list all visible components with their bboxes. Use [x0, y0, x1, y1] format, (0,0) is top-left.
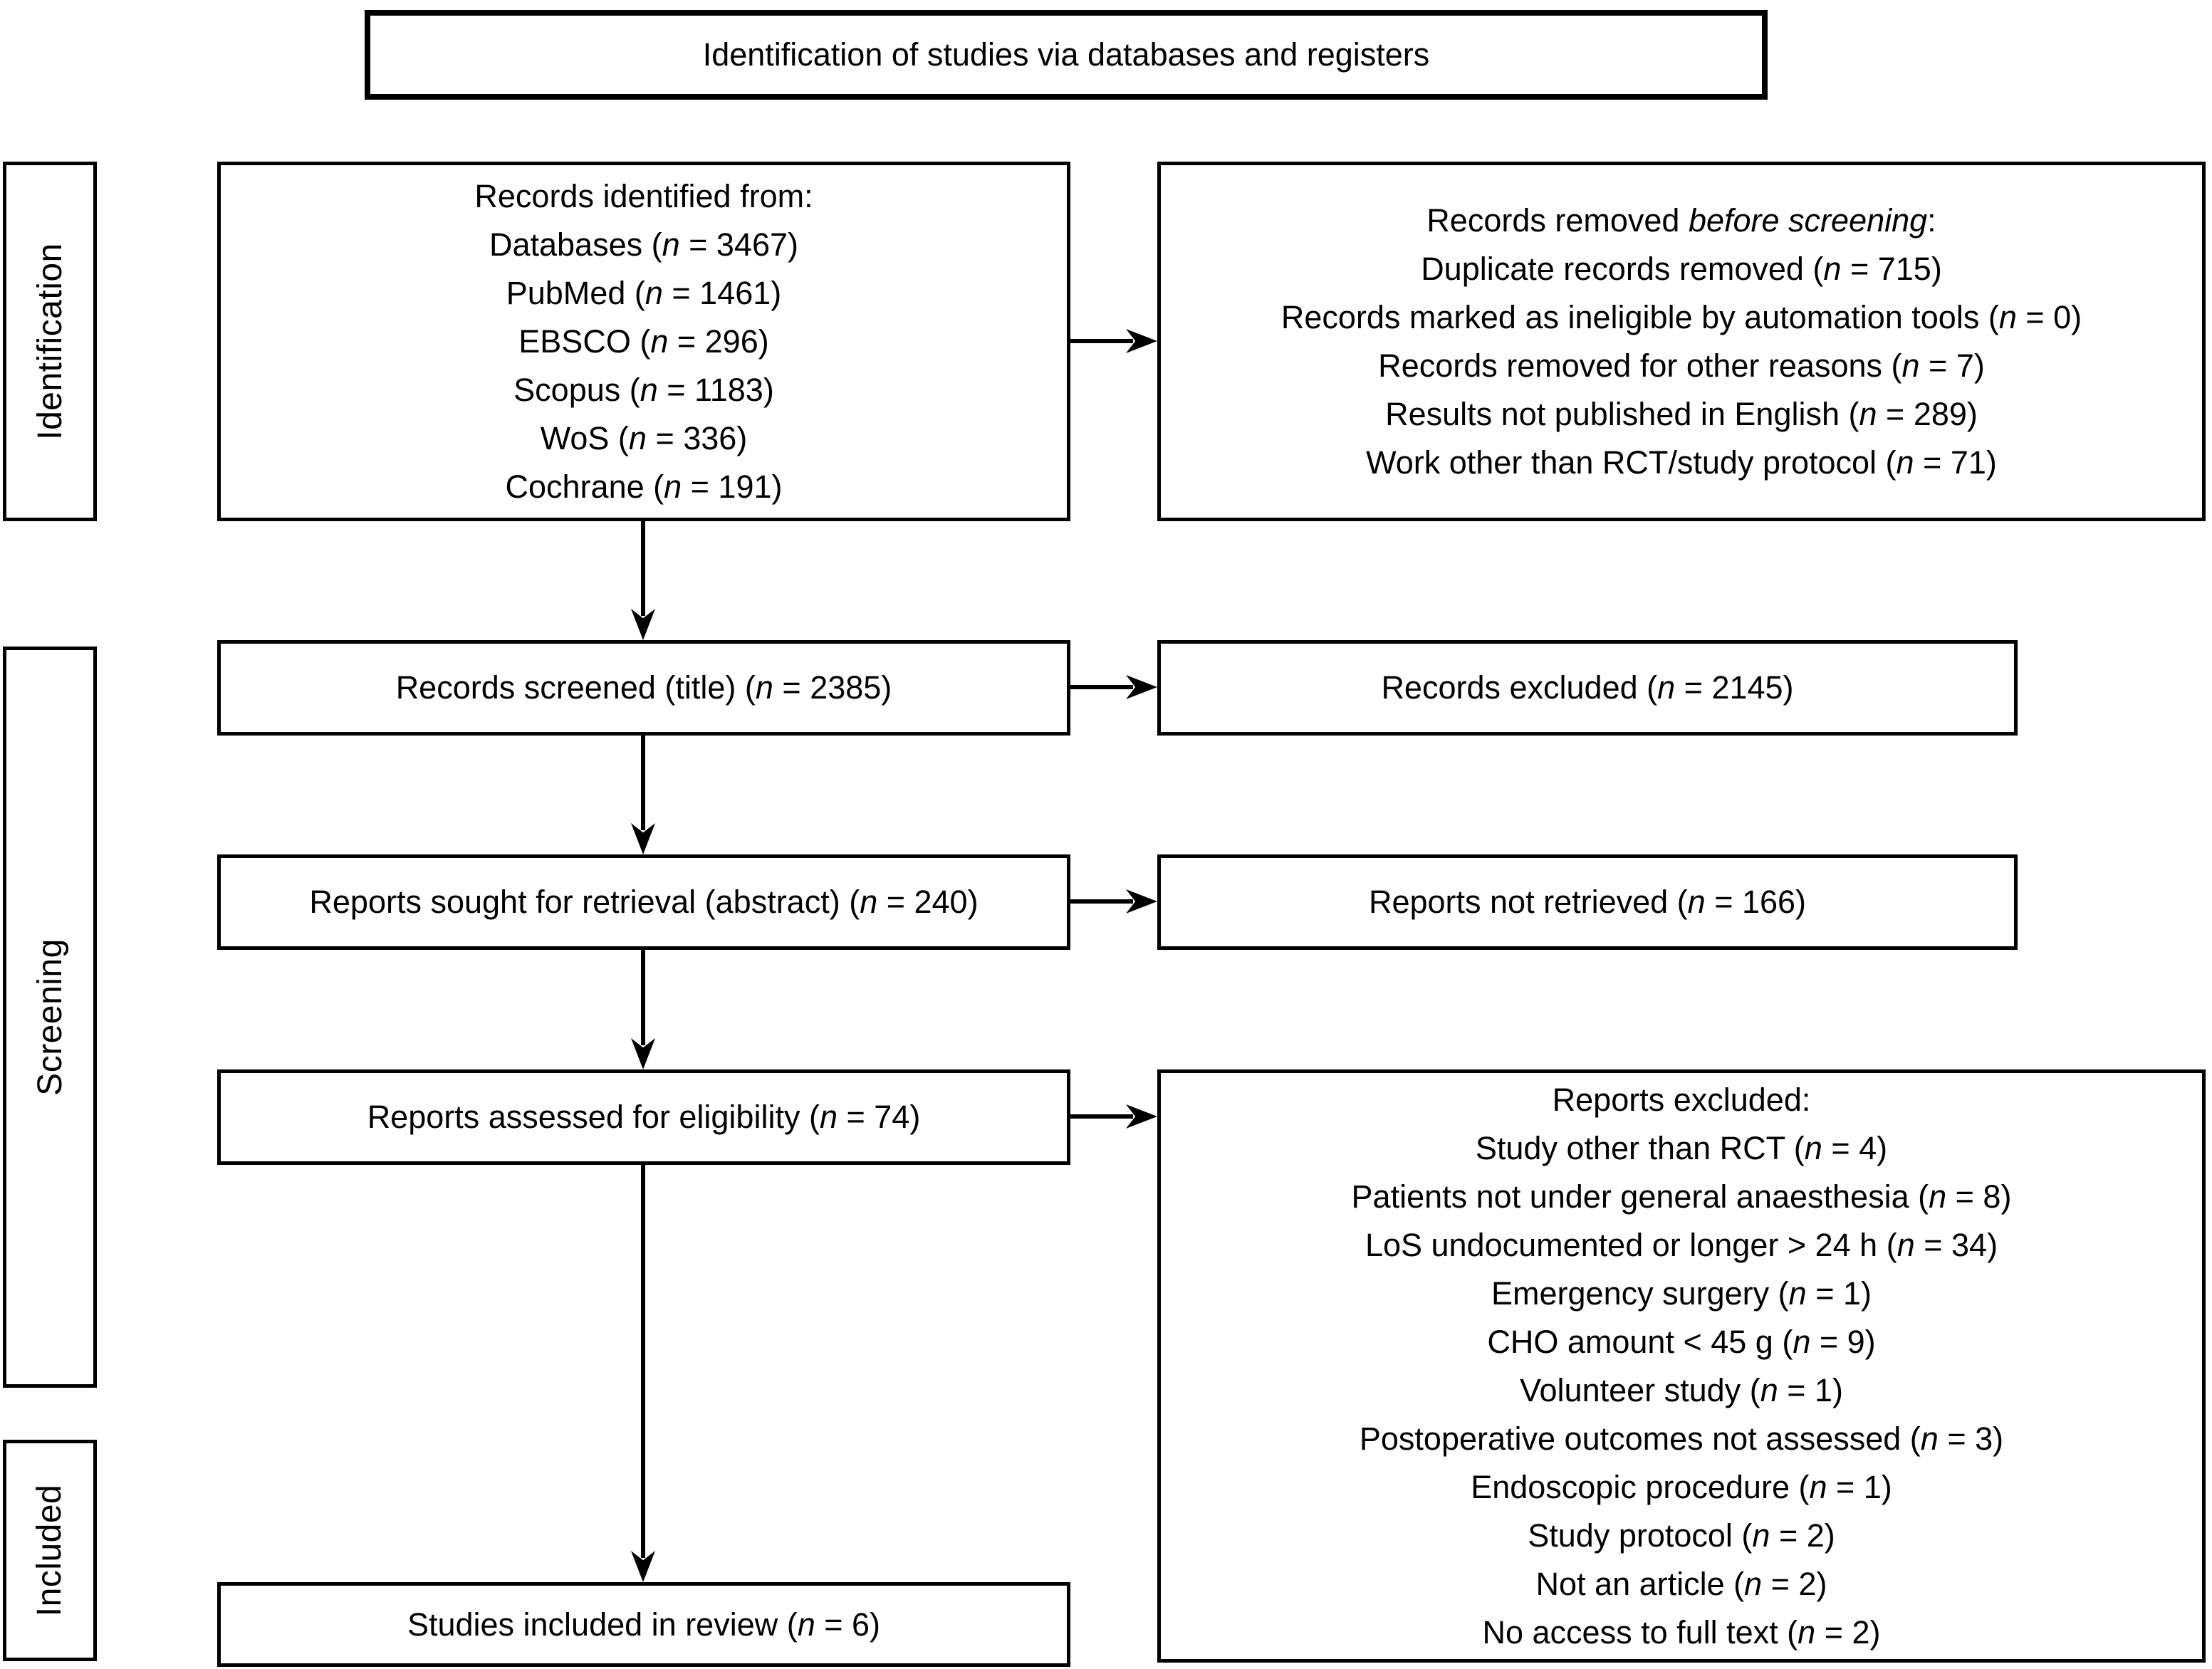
stage-label-screening-text: Screening [31, 938, 69, 1096]
stage-label-included-text: Included [31, 1484, 69, 1617]
text-line: Studies included in review (n = 6) [407, 1606, 881, 1643]
box-reports-sought: Reports sought for retrieval (abstract) … [217, 854, 1070, 950]
box-reports-excluded: Reports excluded: Study other than RCT (n… [1157, 1069, 2206, 1663]
text-line: Reports excluded: [1552, 1081, 1811, 1118]
box-studies-included: Studies included in review (n = 6) [217, 1582, 1070, 1667]
text-line: Records identified from: [474, 177, 813, 214]
arrow-identified-to-screened [641, 520, 645, 616]
box-records-screened: Records screened (title) (n = 2385) [217, 640, 1070, 736]
text-line: EBSCO (n = 296) [518, 323, 769, 360]
diagram-title: Identification of studies via databases … [702, 36, 1430, 73]
text-line: Duplicate records removed (n = 715) [1421, 250, 1942, 287]
text-line: Study protocol (n = 2) [1528, 1517, 1835, 1554]
arrow-screened-to-sought [641, 735, 645, 830]
stage-label-included: Included [3, 1440, 97, 1661]
text-line: Work other than RCT/study protocol (n = … [1366, 444, 1997, 481]
stage-label-screening: Screening [3, 647, 97, 1388]
text-line: Scopus (n = 1183) [513, 371, 774, 408]
text-line: Not an article (n = 2) [1535, 1565, 1827, 1602]
text-line: WoS (n = 336) [540, 419, 748, 456]
text-line: Records excluded (n = 2145) [1381, 669, 1794, 706]
box-records-removed-before-screening: Records removed before screening: Duplica… [1157, 162, 2206, 521]
text-line: Records removed for other reasons (n = 7… [1378, 347, 1985, 384]
text-line: Cochrane (n = 191) [505, 468, 783, 505]
box-records-excluded: Records excluded (n = 2145) [1157, 640, 2018, 736]
arrow-assessed-to-included [641, 1164, 645, 1558]
text-line: CHO amount < 45 g (n = 9) [1487, 1323, 1876, 1360]
box-records-identified: Records identified from: Databases (n = 3… [217, 162, 1070, 521]
text-line: No access to full text (n = 2) [1482, 1613, 1881, 1650]
box-reports-assessed: Reports assessed for eligibility (n = 74… [217, 1069, 1070, 1165]
arrow-sought-to-assessed [641, 949, 645, 1045]
text-line: Reports sought for retrieval (abstract) … [309, 884, 979, 920]
text-line: Study other than RCT (n = 4) [1475, 1129, 1888, 1166]
box-reports-not-retrieved: Reports not retrieved (n = 166) [1157, 854, 2018, 950]
text-line: Records removed before screening: [1426, 202, 1936, 239]
arrow-sought-to-not-retrieved [1070, 899, 1133, 904]
text-line: Endoscopic procedure (n = 1) [1471, 1468, 1892, 1505]
stage-label-identification-text: Identification [31, 243, 69, 440]
text-line: Volunteer study (n = 1) [1519, 1371, 1844, 1408]
text-line: LoS undocumented or longer > 24 h (n = 3… [1365, 1226, 1998, 1263]
text-line: Postoperative outcomes not assessed (n =… [1359, 1420, 2004, 1457]
text-line: Databases (n = 3467) [489, 226, 799, 263]
text-line: Patients not under general anaesthesia (… [1351, 1178, 2012, 1215]
stage-label-identification: Identification [3, 162, 97, 521]
text-line: Reports not retrieved (n = 166) [1368, 884, 1807, 920]
text-line: Records marked as ineligible by automati… [1280, 298, 2082, 335]
arrow-screened-to-excluded [1070, 685, 1133, 689]
text-line: Records screened (title) (n = 2385) [395, 669, 892, 706]
text-line: PubMed (n = 1461) [506, 274, 782, 311]
diagram-title-box: Identification of studies via databases … [365, 10, 1768, 100]
arrow-assessed-to-reports-excluded [1070, 1114, 1133, 1119]
text-line: Emergency surgery (n = 1) [1491, 1275, 1872, 1312]
text-line: Reports assessed for eligibility (n = 74… [367, 1099, 921, 1135]
text-line: Results not published in English (n = 28… [1385, 395, 1978, 432]
arrow-identified-to-removed [1070, 339, 1133, 343]
